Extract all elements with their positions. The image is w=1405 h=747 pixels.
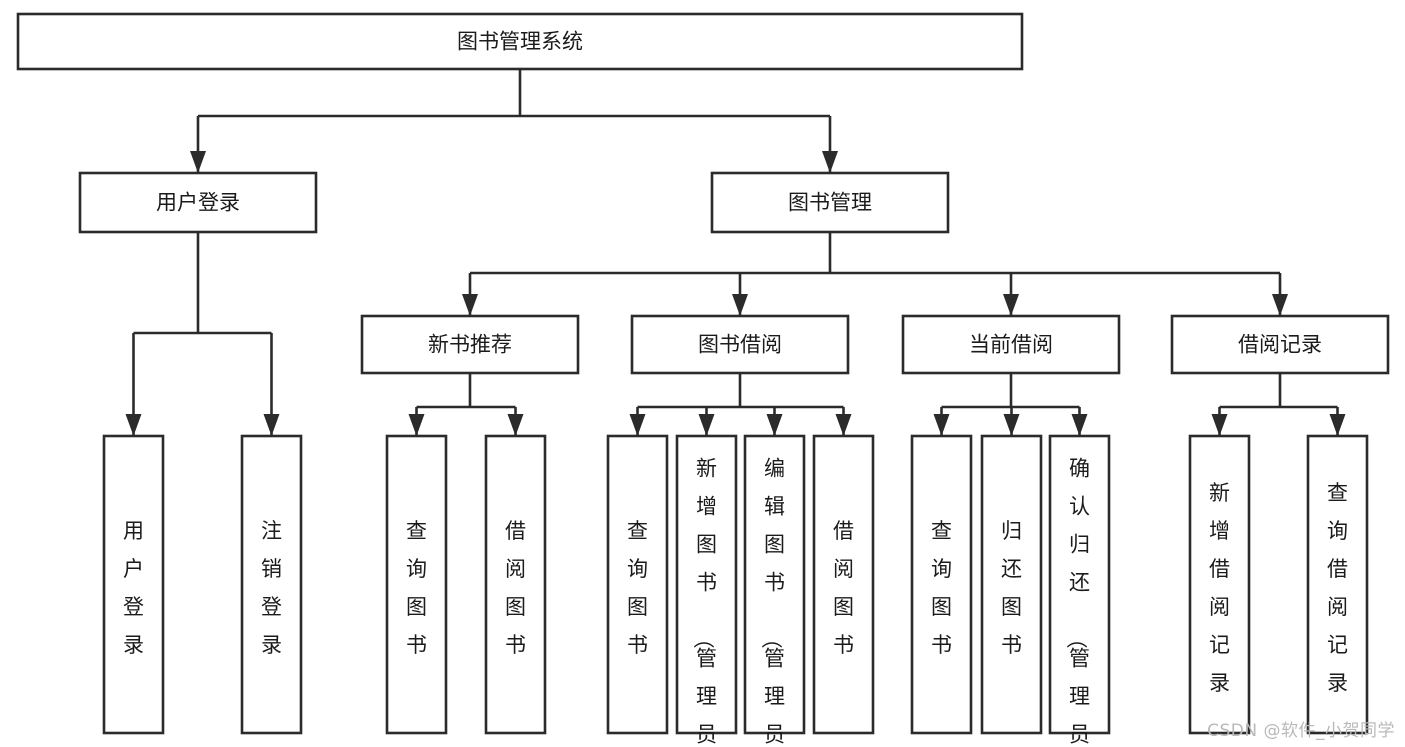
node-label: 借阅记录 <box>1238 333 1322 357</box>
node-box <box>1188 434 1251 735</box>
node-box <box>901 314 1121 375</box>
node-label: 图书管理 <box>788 191 872 215</box>
node-new-book-recommend[interactable]: 新书推荐 <box>360 314 580 375</box>
node-box <box>812 434 875 735</box>
node-box <box>1048 434 1111 735</box>
node-label: 归还图书 <box>1001 519 1022 657</box>
node-box <box>630 314 850 375</box>
arrow-head-icon <box>1211 414 1228 436</box>
arrow-head-icon <box>1071 414 1088 436</box>
node-label: 当前借阅 <box>969 333 1053 357</box>
node-label: 新增借阅记录 <box>1209 481 1230 695</box>
node-box <box>606 434 669 735</box>
node-label: 查询图书 <box>931 519 952 657</box>
node-box <box>240 434 303 735</box>
node-box <box>1170 314 1390 375</box>
node-label: 查询借阅记录 <box>1327 481 1348 695</box>
node-root-book-management-system[interactable]: 图书管理系统 <box>16 12 1024 71</box>
arrow-head-icon <box>629 414 646 436</box>
node-layer: 图书管理系统用户登录图书管理新书推荐图书借阅当前借阅借阅记录用户登录注销登录查询… <box>16 12 1390 747</box>
connector-layer <box>125 69 1346 436</box>
node-leaf-borrow-book-2[interactable]: 借阅图书 <box>812 434 875 735</box>
node-leaf-confirm-return[interactable]: 确认归还（管理员） <box>1048 434 1111 747</box>
node-leaf-query-record[interactable]: 查询借阅记录 <box>1306 434 1369 735</box>
node-leaf-query-book-3[interactable]: 查询图书 <box>910 434 973 735</box>
node-leaf-add-record[interactable]: 新增借阅记录 <box>1188 434 1251 735</box>
node-box <box>102 434 165 735</box>
node-box <box>1306 434 1369 735</box>
node-box <box>16 12 1024 71</box>
node-box <box>980 434 1043 735</box>
node-leaf-borrow-book-1[interactable]: 借阅图书 <box>484 434 547 735</box>
node-leaf-add-book[interactable]: 新增图书（管理员） <box>675 434 738 747</box>
node-label: 注销登录 <box>261 519 282 657</box>
node-label: 新增图书（管理员） <box>691 457 717 747</box>
node-leaf-user-login[interactable]: 用户登录 <box>102 434 165 735</box>
node-leaf-edit-book[interactable]: 编辑图书（管理员） <box>743 434 806 747</box>
arrow-head-icon <box>462 294 478 316</box>
node-label: 查询图书 <box>627 519 648 657</box>
node-book-manage[interactable]: 图书管理 <box>710 171 950 234</box>
node-box <box>78 171 318 234</box>
arrow-head-icon <box>835 414 852 436</box>
node-box <box>484 434 547 735</box>
node-leaf-query-book-2[interactable]: 查询图书 <box>606 434 669 735</box>
arrow-head-icon <box>933 414 950 436</box>
watermark-text: CSDN @软件_小贺同学 <box>1207 721 1395 741</box>
node-box <box>675 434 738 735</box>
node-box <box>743 434 806 735</box>
node-label: 图书管理系统 <box>457 30 583 54</box>
node-label: 用户登录 <box>156 191 240 215</box>
arrow-head-icon <box>507 414 524 436</box>
arrow-head-icon <box>1272 294 1288 316</box>
node-user-login[interactable]: 用户登录 <box>78 171 318 234</box>
node-current-borrow[interactable]: 当前借阅 <box>901 314 1121 375</box>
arrow-head-icon <box>766 414 783 436</box>
node-borrow-record[interactable]: 借阅记录 <box>1170 314 1390 375</box>
node-label: 图书借阅 <box>698 333 782 357</box>
arrow-head-icon <box>263 414 280 436</box>
arrow-head-icon <box>1003 414 1020 436</box>
arrow-head-icon <box>732 294 748 316</box>
node-leaf-query-book-1[interactable]: 查询图书 <box>385 434 448 735</box>
node-label: 借阅图书 <box>833 519 854 657</box>
node-label: 借阅图书 <box>505 519 526 657</box>
node-label: 查询图书 <box>406 519 427 657</box>
node-book-borrow[interactable]: 图书借阅 <box>630 314 850 375</box>
node-box <box>360 314 580 375</box>
node-label: 确认归还（管理员） <box>1064 457 1090 747</box>
arrow-head-icon <box>1329 414 1346 436</box>
node-label: 用户登录 <box>123 519 144 657</box>
arrow-head-icon <box>698 414 715 436</box>
node-box <box>910 434 973 735</box>
node-label: 新书推荐 <box>428 333 512 357</box>
arrow-head-icon <box>822 151 838 173</box>
node-label: 编辑图书（管理员） <box>759 457 785 747</box>
arrow-head-icon <box>1003 294 1019 316</box>
node-leaf-logout[interactable]: 注销登录 <box>240 434 303 735</box>
arrow-head-icon <box>408 414 425 436</box>
arrow-head-icon <box>125 414 142 436</box>
node-box <box>710 171 950 234</box>
node-leaf-return-book[interactable]: 归还图书 <box>980 434 1043 735</box>
node-box <box>385 434 448 735</box>
arrow-head-icon <box>190 151 206 173</box>
